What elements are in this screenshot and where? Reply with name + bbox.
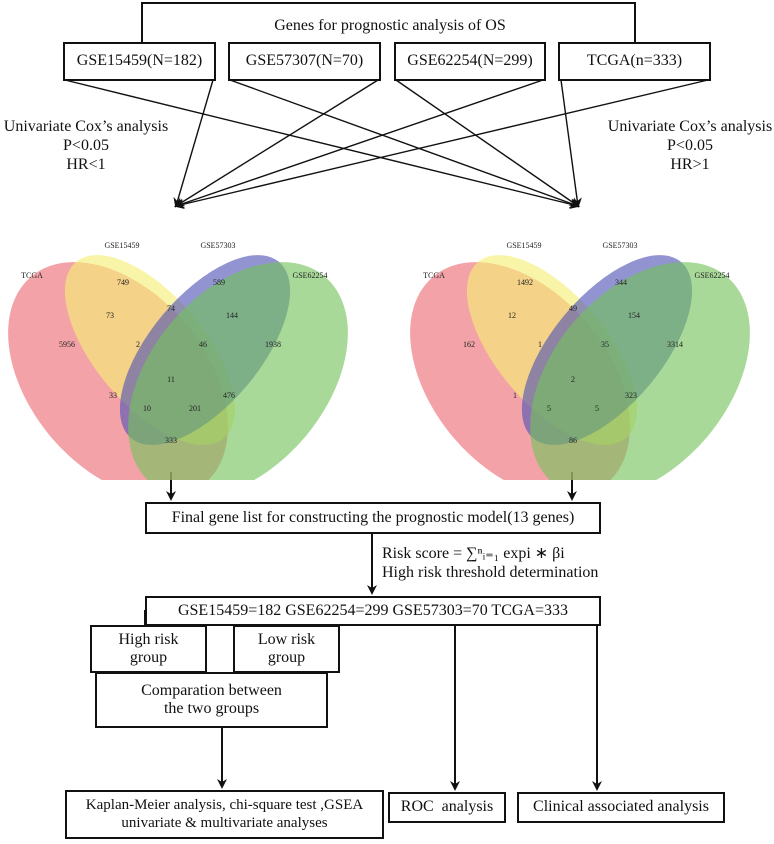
dataset-box-tcga: TCGA(n=333) <box>558 42 711 81</box>
arrow-gse57307-left <box>174 79 379 208</box>
dataset-box-gse15459: GSE15459(N=182) <box>63 42 216 81</box>
clinical-analysis-box: Clinical associated analysis <box>517 792 725 823</box>
left-criteria: Univariate Cox’s analysis P<0.05 HR<1 <box>0 117 172 175</box>
venn-region-gse57303_gse62254: 154 <box>628 311 640 320</box>
venn-region-tcga_gse62254: 86 <box>569 436 577 445</box>
arrow-gse15459-left <box>173 79 214 208</box>
top-bracket <box>141 2 636 42</box>
venn-region-tcga_gse62254: 333 <box>165 436 177 445</box>
venn-set-gse62254 <box>128 262 348 480</box>
venn-set-label-gse62254: GSE62254 <box>292 271 327 280</box>
venn-region-gse57303_only: 589 <box>213 278 225 287</box>
right-criteria: Univariate Cox’s analysis P<0.05 HR>1 <box>606 117 774 175</box>
risk-threshold-text: High risk threshold determination <box>382 564 599 582</box>
venn-region-gse57303_gse62254: 144 <box>226 311 238 320</box>
venn-region-tcga_gse57303_gse62254: 5 <box>547 404 551 413</box>
venn-region-tcga_gse15459: 12 <box>508 311 516 320</box>
left-criteria-p: P<0.05 <box>63 137 109 155</box>
venn-region-gse62254_only: 3314 <box>667 340 683 349</box>
samples-box: GSE15459=182 GSE62254=299 GSE57303=70 TC… <box>145 596 601 626</box>
final-gene-list-box: Final gene list for constructing the pro… <box>145 502 601 534</box>
arrow-gse57307-right <box>229 79 580 208</box>
venn-set-label-tcga: TCGA <box>21 271 43 280</box>
venn-region-gse15459_only: 1492 <box>517 278 533 287</box>
venn-region-gse15459_gse57303: 49 <box>569 304 577 313</box>
venn-region-tcga_gse15459: 73 <box>106 311 114 320</box>
arrow-gse15459-right <box>64 79 580 209</box>
arrow-gse62254-left <box>174 79 544 209</box>
venn-region-tcga_gse15459_gse62254: 5 <box>595 404 599 413</box>
low-risk-group-box: Low risk group <box>233 625 340 673</box>
diagram-title: Genes for prognostic analysis of OS <box>274 17 506 34</box>
venn-region-tcga_gse15459_gse57303: 2 <box>136 340 140 349</box>
right-criteria-method: Univariate Cox’s analysis <box>607 118 773 135</box>
venn-set-label-gse57303: GSE57303 <box>200 241 235 250</box>
arrow-gse62254-right <box>395 79 580 208</box>
dataset-box-gse62254: GSE62254(N=299) <box>394 42 546 81</box>
high-risk-group-box: High risk group <box>90 625 207 673</box>
venn-region-gse15459_gse62254: 476 <box>223 391 235 400</box>
venn-region-gse15459_gse57303_gse62254: 46 <box>199 340 207 349</box>
venn-region-gse15459_only: 749 <box>117 278 129 287</box>
venn-set-label-gse62254: GSE62254 <box>694 271 729 280</box>
right-criteria-p: P<0.05 <box>667 137 713 155</box>
risk-score-text: Risk score = ∑ⁿᵢ₌₁ expi ∗ βi High risk t… <box>382 544 598 582</box>
venn-region-gse15459_gse57303: 74 <box>167 304 175 313</box>
km-analysis-box: Kaplan-Meier analysis, chi-square test ,… <box>65 790 384 839</box>
venn-region-tcga_gse57303_gse62254: 10 <box>143 404 151 413</box>
venn-region-all_four: 2 <box>571 375 575 384</box>
venn-region-all_four: 11 <box>167 375 175 384</box>
venn-set-label-gse15459: GSE15459 <box>506 241 541 250</box>
venn-region-gse15459_gse57303_gse62254: 35 <box>601 340 609 349</box>
venn-region-tcga_gse15459_gse57303: 1 <box>538 340 542 349</box>
arrow-tcga-right <box>560 79 582 208</box>
venn-region-gse15459_gse62254: 323 <box>625 391 637 400</box>
venn-set-label-tcga: TCGA <box>423 271 445 280</box>
left-criteria-method: Univariate Cox’s analysis <box>3 118 169 135</box>
venn-region-gse57303_only: 344 <box>615 278 627 287</box>
left-criteria-hr: HR<1 <box>66 156 106 174</box>
venn-region-tcga_gse15459_gse62254: 201 <box>189 404 201 413</box>
dataset-box-gse57307: GSE57307(N=70) <box>228 42 381 81</box>
venn-region-tcga_only: 162 <box>463 340 475 349</box>
venn-region-tcga_gse57303: 1 <box>513 391 517 400</box>
risk-score-formula: Risk score = ∑ⁿᵢ₌₁ expi ∗ βi <box>382 545 565 562</box>
comparison-box: Comparation between the two groups <box>95 672 328 728</box>
venn-region-gse62254_only: 1938 <box>265 340 281 349</box>
venn-region-tcga_only: 5956 <box>59 340 75 349</box>
venn-set-label-gse57303: GSE57303 <box>602 241 637 250</box>
arrow-tcga-left <box>174 79 709 210</box>
venn-set-label-gse15459: GSE15459 <box>104 241 139 250</box>
venn-set-gse62254 <box>530 262 750 480</box>
venn-region-tcga_gse57303: 33 <box>109 391 117 400</box>
right-criteria-hr: HR>1 <box>670 156 710 174</box>
roc-analysis-box: ROC analysis <box>388 792 506 823</box>
